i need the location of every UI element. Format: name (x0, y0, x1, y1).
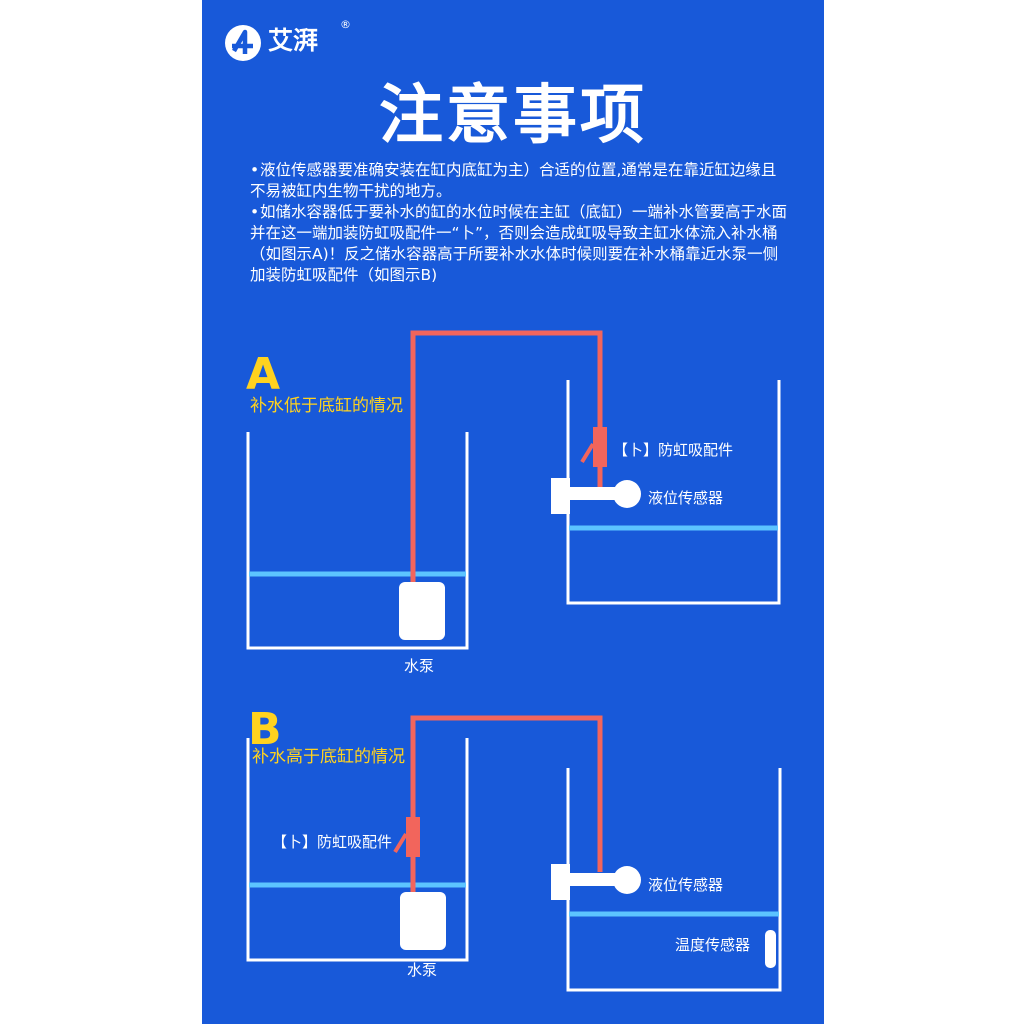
valve-a-label: 【卜】防虹吸配件 (613, 441, 733, 459)
anti-siphon-branch-a (580, 442, 595, 464)
note-text: 如储水容器低于要补水的缸的水位时候在主缸（底缸）一端补水管要高于水面并在这一端加… (250, 203, 788, 284)
pump-b-label: 水泵 (407, 961, 437, 979)
anti-siphon-branch-b (393, 832, 408, 854)
diagram-a-caption: 补水低于底缸的情况 (250, 395, 403, 416)
brand-name: 艾湃 (268, 26, 319, 55)
setup-diagrams: A 补水低于底缸的情况 水泵 【卜】防虹吸配件 液位传感器 (246, 330, 782, 992)
notes-list: •液位传感器要准确安装在缸内底缸为主）合适的位置,通常是在靠近缸边缘且不易被缸内… (250, 160, 790, 286)
note-text: 液位传感器要准确安装在缸内底缸为主）合适的位置,通常是在靠近缸边缘且不易被缸内生… (250, 161, 777, 200)
diagram-a-letter: A (246, 349, 280, 400)
level-sensor-a (551, 478, 641, 514)
instruction-panel: 艾湃 ® 注意事项 •液位传感器要准确安装在缸内底缸为主）合适的位置,通常是在靠… (202, 0, 824, 1024)
sensor-a-label: 液位传感器 (648, 489, 723, 507)
reservoir-tank-b (246, 738, 469, 962)
refill-pipe-a (410, 330, 603, 583)
diagram-b-caption: 补水高于底缸的情况 (252, 746, 405, 767)
diagram-a: A 补水低于底缸的情况 水泵 【卜】防虹吸配件 液位传感器 (246, 330, 781, 675)
diagram-b-letter: B (248, 704, 282, 755)
note-item: •液位传感器要准确安装在缸内底缸为主）合适的位置,通常是在靠近缸边缘且不易被缸内… (250, 161, 777, 200)
registered-mark: ® (340, 18, 351, 31)
valve-b-label: 【卜】防虹吸配件 (272, 833, 392, 851)
sensor-b-label: 液位传感器 (648, 876, 723, 894)
note-item: •如储水容器低于要补水的缸的水位时候在主缸（底缸）一端补水管要高于水面并在这一端… (250, 203, 788, 284)
pump-a-label: 水泵 (404, 657, 434, 675)
anti-siphon-valve-a (593, 427, 607, 467)
level-sensor-b (551, 864, 641, 900)
temperature-sensor-b (765, 930, 776, 968)
reservoir-tank-a (246, 432, 469, 650)
anti-siphon-valve-b (406, 817, 420, 857)
diagram-b: B 补水高于底缸的情况 【卜】防虹吸配件 水泵 液位传感器 (246, 704, 782, 992)
refill-pipe-b (410, 715, 603, 893)
page-title: 注意事项 (379, 79, 647, 153)
pump-a (399, 582, 445, 640)
pump-b (400, 892, 446, 950)
brand-logo-icon (225, 25, 261, 61)
temp-b-label: 温度传感器 (675, 936, 750, 954)
